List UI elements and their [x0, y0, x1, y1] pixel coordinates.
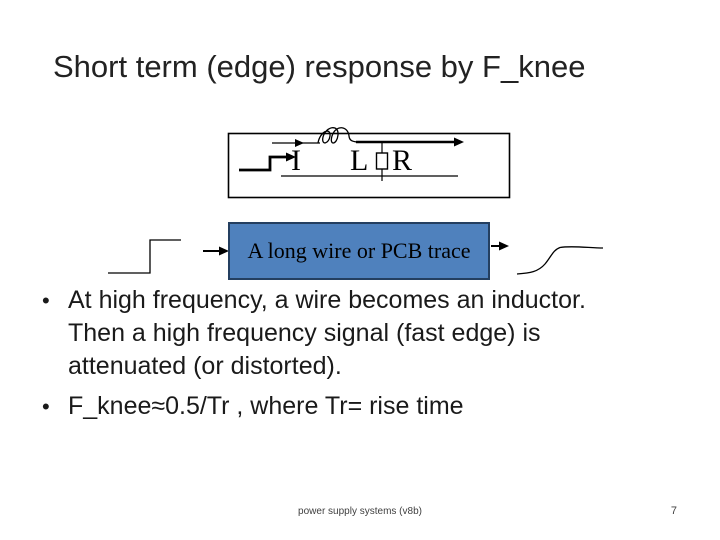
slide-title: Short term (edge) response by F_knee — [53, 49, 586, 84]
bullet-text: F_knee≈0.5/Tr , where Tr= rise time — [68, 390, 702, 423]
inductor-coil-icon — [317, 127, 358, 144]
wire-arrowhead-icon — [295, 139, 304, 147]
bullet-line: Then a high frequency signal (fast edge)… — [68, 319, 541, 347]
output-arrowhead2-icon — [499, 241, 509, 251]
inductor-label: L — [350, 144, 368, 177]
bullet-line: F_knee≈0.5/Tr , where Tr= rise time — [68, 392, 464, 420]
fast-edge-waveform — [108, 239, 181, 274]
list-item: • At high frequency, a wire becomes an i… — [42, 284, 702, 383]
circuit-box-outline — [227, 132, 511, 199]
bullet-icon: • — [42, 288, 50, 313]
slow-edge-waveform — [516, 246, 604, 275]
list-item: • F_knee≈0.5/Tr , where Tr= rise time — [42, 390, 702, 423]
input-arrowhead-icon — [219, 246, 229, 256]
resistor-symbol-icon — [375, 152, 389, 170]
bullet-list: • At high frequency, a wire becomes an i… — [42, 284, 702, 423]
step-waveform-thick — [239, 155, 287, 172]
output-arrowhead-icon — [454, 137, 464, 147]
bullet-line: At high frequency, a wire becomes an ind… — [68, 286, 586, 314]
bullet-line: attenuated (or distorted). — [68, 352, 342, 380]
pcb-trace-box: A long wire or PCB trace — [228, 222, 490, 280]
page-number: 7 — [670, 505, 677, 517]
bullet-icon: • — [42, 394, 50, 419]
pcb-trace-box-label: A long wire or PCB trace — [247, 238, 471, 263]
footer-text: power supply systems (v8b) — [298, 506, 422, 517]
step-arrowhead-icon — [286, 152, 296, 162]
bullet-text: At high frequency, a wire becomes an ind… — [68, 284, 702, 383]
resistor-label: R — [392, 144, 412, 177]
current-label: I — [291, 144, 301, 177]
